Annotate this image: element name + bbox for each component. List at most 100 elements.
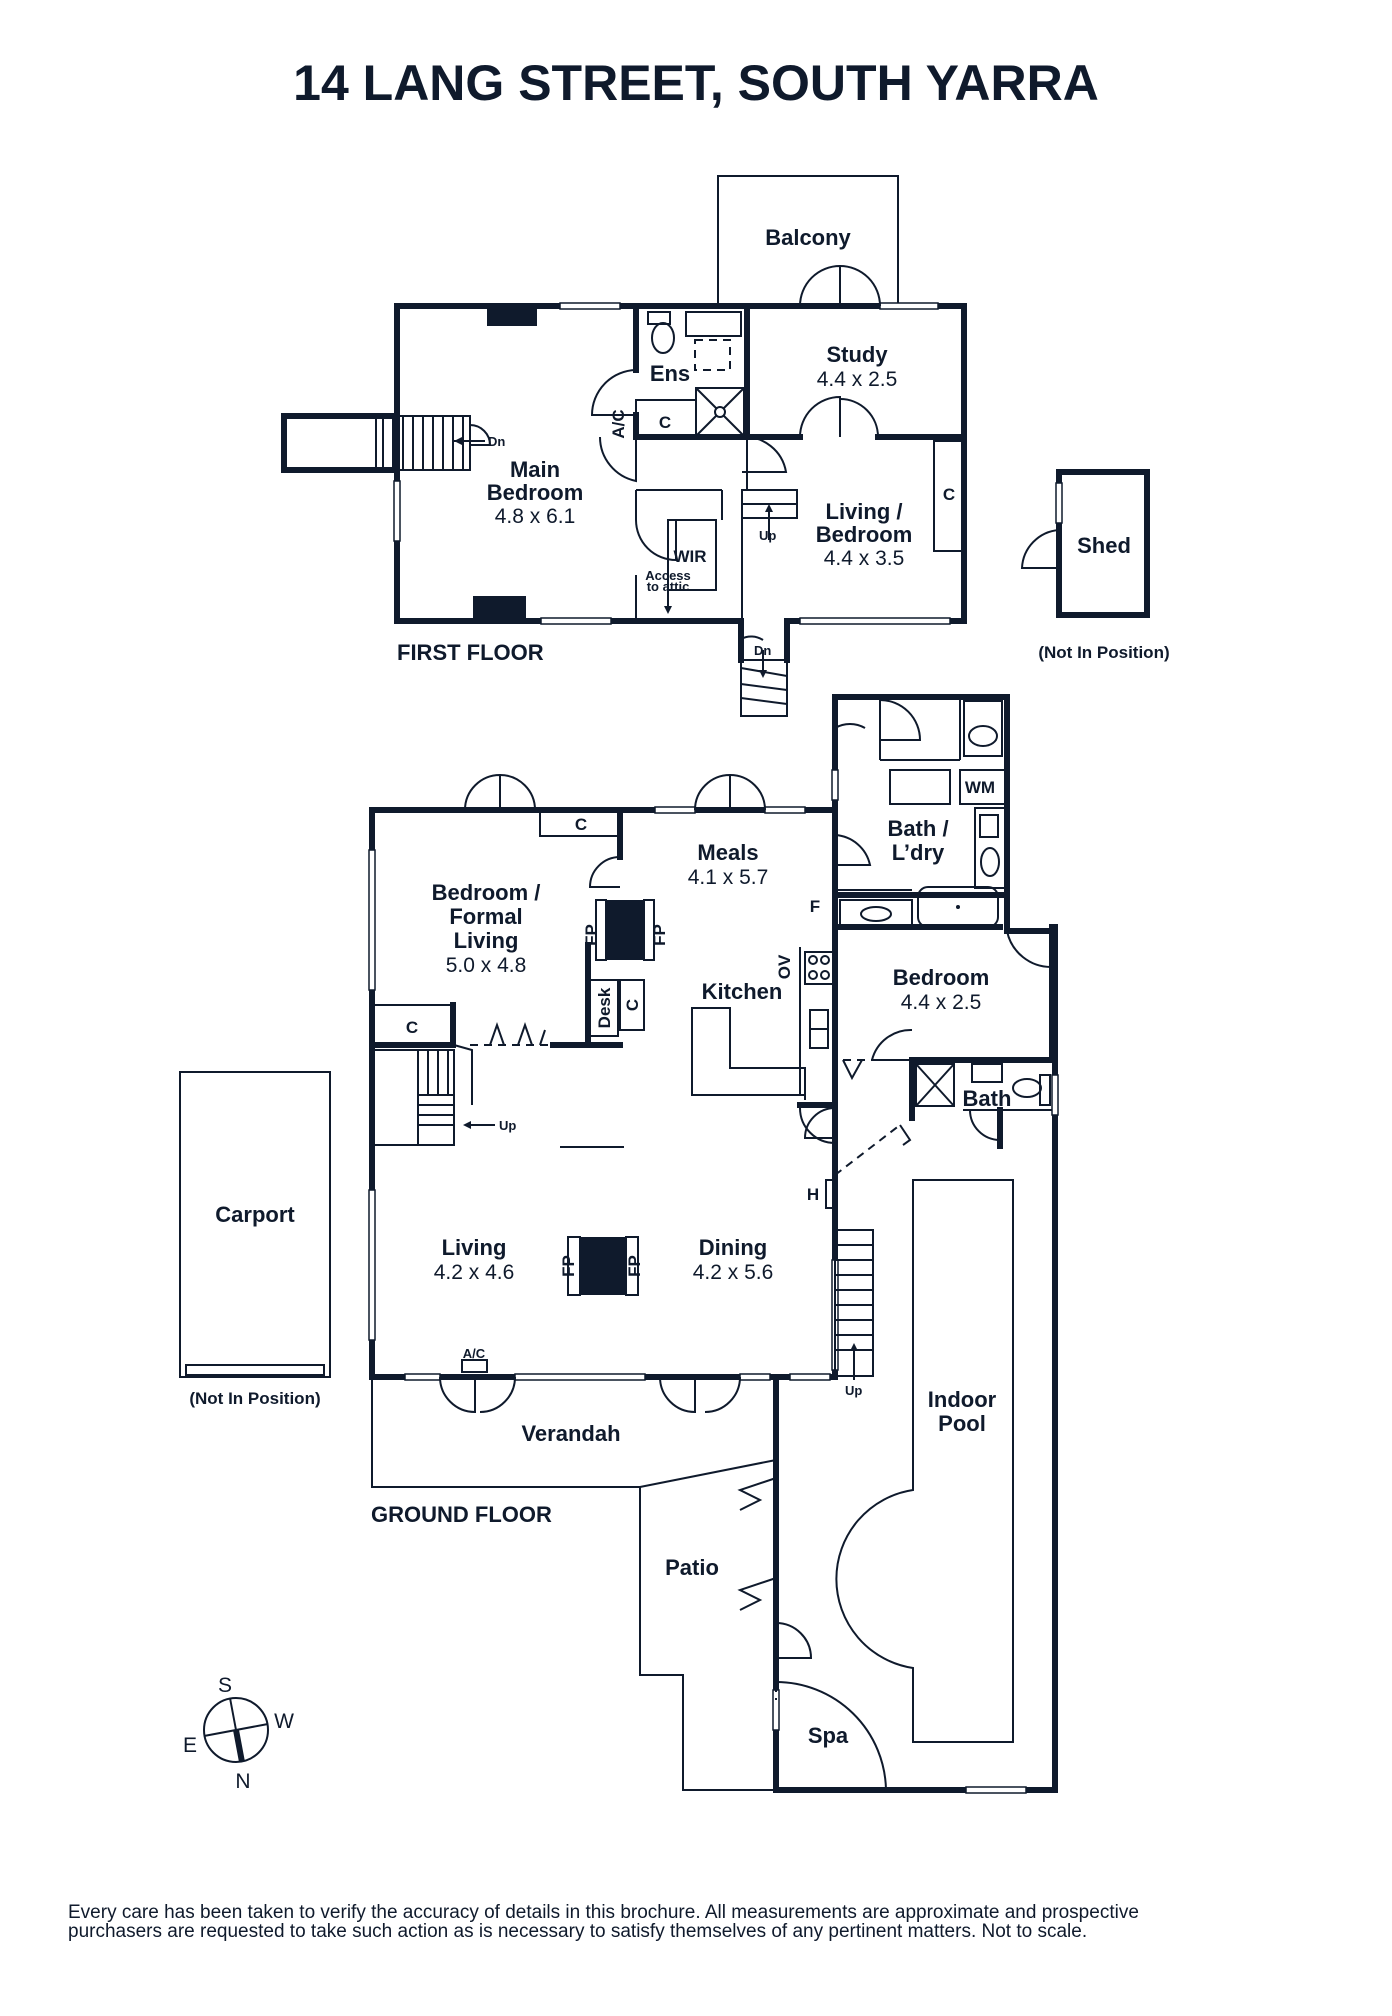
main-bedroom-label-1: Main bbox=[510, 457, 560, 482]
desk-cupboard-label: C bbox=[623, 999, 642, 1011]
ac-label: A/C bbox=[609, 409, 628, 438]
desk-label: Desk bbox=[595, 987, 614, 1028]
window bbox=[764, 806, 806, 814]
window bbox=[772, 1689, 780, 1731]
meals-french-door-right bbox=[729, 774, 766, 811]
window bbox=[1055, 482, 1063, 524]
meals-label: Meals bbox=[697, 840, 758, 865]
ground-floor-label: GROUND FLOOR bbox=[371, 1502, 552, 1527]
ensuite-toilet-cistern bbox=[647, 311, 671, 325]
ensuite-cupboard-label: C bbox=[659, 413, 671, 432]
fridge-label: F bbox=[810, 897, 820, 916]
dining-label: Dining bbox=[699, 1235, 767, 1260]
bath-laundry-label-1: Bath / bbox=[887, 816, 948, 841]
carport-label: Carport bbox=[215, 1202, 295, 1227]
small-bath-shower bbox=[915, 1063, 955, 1107]
kitchen-island bbox=[691, 1007, 806, 1096]
window bbox=[799, 617, 951, 625]
ensuite-label: Ens bbox=[650, 361, 690, 386]
external-stair bbox=[375, 415, 398, 471]
meals-dims: 4.1 x 5.7 bbox=[688, 866, 769, 889]
patio-label: Patio bbox=[665, 1555, 719, 1580]
bath-laundry-wall bbox=[832, 694, 1010, 934]
laundry-trough bbox=[889, 769, 951, 805]
shed-door bbox=[1020, 529, 1060, 569]
study-door-right bbox=[839, 398, 879, 438]
spa bbox=[775, 1681, 887, 1791]
fireplace-lower-label-right: FP bbox=[625, 1255, 644, 1277]
study-door-left bbox=[799, 395, 841, 438]
formal-cupboard-south bbox=[371, 1004, 454, 1046]
window bbox=[789, 1373, 831, 1381]
oven-label: OV bbox=[775, 954, 794, 979]
window bbox=[739, 1373, 771, 1381]
disclaimer-line-2: purchasers are requested to take such ac… bbox=[68, 1921, 1087, 1942]
chimney-north bbox=[487, 308, 537, 326]
main-bedroom-dims: 4.8 x 6.1 bbox=[495, 505, 576, 528]
meals-door bbox=[588, 856, 621, 888]
window bbox=[514, 1373, 646, 1381]
window bbox=[393, 480, 401, 542]
bedroom-formal-dims: 5.0 x 4.8 bbox=[446, 954, 527, 977]
meals-french-door-left bbox=[694, 773, 731, 811]
window bbox=[1051, 1074, 1059, 1116]
bedroom-dims: 4.4 x 2.5 bbox=[901, 991, 982, 1014]
washing-machine-area bbox=[959, 769, 1006, 805]
balcony-door-left bbox=[799, 264, 841, 307]
bath-laundry-label-2: L’dry bbox=[892, 840, 945, 865]
property-title: 14 LANG STREET, SOUTH YARRA bbox=[293, 55, 1099, 111]
window bbox=[368, 1189, 376, 1341]
indoor-pool-label-2: Pool bbox=[938, 1411, 986, 1436]
ensuite-toilet bbox=[651, 322, 675, 354]
living-bedroom-cupboard-label: C bbox=[943, 485, 955, 504]
washing-machine-label: WM bbox=[965, 778, 995, 797]
fireplace-upper-label-left: FP bbox=[582, 924, 601, 946]
bedroom-french-door-right bbox=[499, 774, 536, 811]
external-stair-landing bbox=[281, 413, 400, 473]
shed-label: Shed bbox=[1077, 533, 1131, 558]
living-bedroom-door bbox=[741, 435, 788, 473]
living-label: Living bbox=[442, 1235, 507, 1260]
living-verandah-door-left bbox=[439, 1376, 476, 1414]
chimney-south bbox=[473, 596, 526, 619]
living-ac-label: A/C bbox=[463, 1346, 486, 1361]
formal-cupboard-north-label: C bbox=[575, 815, 587, 834]
bedroom-formal-label-3: Living bbox=[454, 928, 519, 953]
compass-w: W bbox=[274, 1710, 294, 1733]
stair-dn-label: Dn bbox=[488, 434, 505, 449]
indoor-pool bbox=[835, 1179, 1014, 1743]
carport-note: (Not In Position) bbox=[189, 1389, 320, 1408]
window bbox=[831, 769, 839, 801]
pool-stair-up-label: Up bbox=[845, 1383, 862, 1398]
ac-unit bbox=[461, 1359, 488, 1373]
window bbox=[879, 302, 939, 310]
fireplace-lower bbox=[580, 1237, 626, 1295]
balcony-door-right bbox=[839, 265, 881, 307]
ground-stair-up-label: Up bbox=[499, 1118, 516, 1133]
window bbox=[965, 1786, 1027, 1794]
small-bath-vanity bbox=[971, 1063, 1003, 1083]
shed-outline bbox=[1056, 469, 1150, 618]
disclaimer-line-1: Every care has been taken to verify the … bbox=[68, 1902, 1139, 1923]
ensuite-door bbox=[590, 369, 637, 416]
first-floor-plan: Dn bbox=[281, 175, 1150, 717]
living-bedroom-label-1: Living / bbox=[826, 499, 903, 524]
verandah-outline bbox=[371, 1377, 777, 1488]
bedroom-french-door-left bbox=[464, 773, 501, 811]
compass-icon bbox=[203, 1697, 269, 1763]
attic-access-label-2: to attic bbox=[647, 579, 690, 594]
window bbox=[404, 1373, 441, 1381]
bedroom-door bbox=[599, 436, 637, 483]
window bbox=[654, 806, 696, 814]
verandah-label: Verandah bbox=[521, 1421, 620, 1446]
desk-cupboard bbox=[619, 979, 645, 1031]
dining-dims: 4.2 x 5.6 bbox=[693, 1261, 774, 1284]
fireplace-upper bbox=[606, 900, 644, 960]
ground-floor-plan: Up Up bbox=[179, 694, 1059, 1794]
spa-label: Spa bbox=[808, 1723, 849, 1748]
bifold-door bbox=[489, 1021, 546, 1046]
heater-label: H bbox=[807, 1185, 819, 1204]
small-bath-toilet bbox=[1012, 1078, 1042, 1098]
carport-outline bbox=[179, 1071, 331, 1378]
